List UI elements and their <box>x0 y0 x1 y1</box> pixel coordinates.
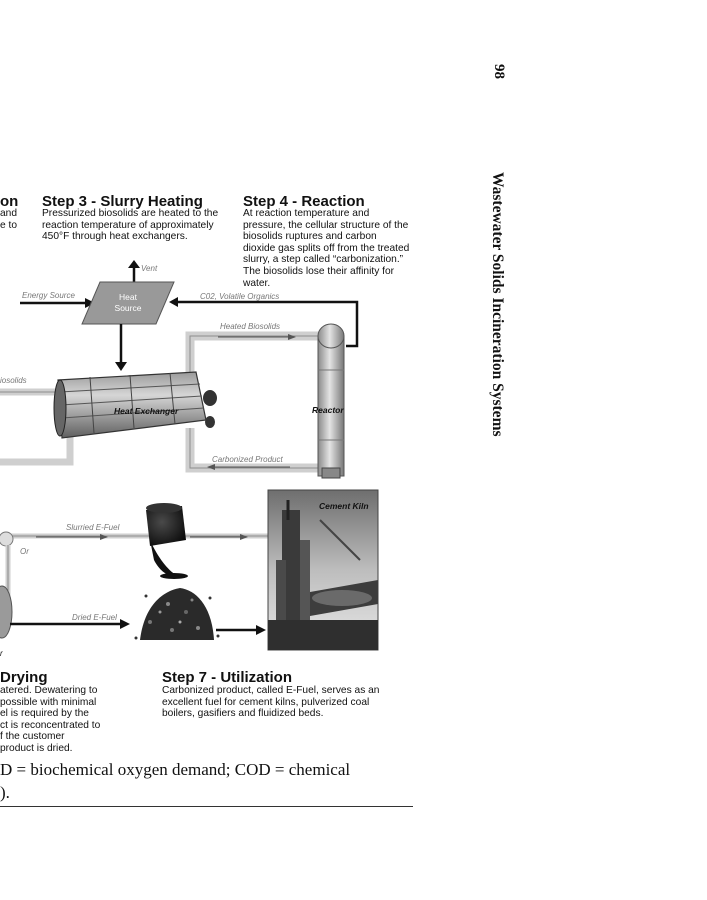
step2-body: and e to <box>0 208 17 231</box>
splitter-valve <box>0 531 14 639</box>
step3-body: Pressurized biosolids are heated to the … <box>42 208 219 243</box>
slurried-efuel-label: Slurried E-Fuel <box>66 523 120 532</box>
reactor <box>317 323 345 479</box>
heated-biosolids-pipe <box>185 331 322 380</box>
cement-kiln-label: Cement Kiln <box>319 501 369 511</box>
step4-body: At reaction temperature and pressure, th… <box>243 208 410 289</box>
energy-source-arrow <box>20 298 95 308</box>
energy-source-label: Energy Source <box>22 291 75 300</box>
step7-title: Step 7 - Utilization <box>162 669 293 686</box>
carbonized-product-label: Carbonized Product <box>212 455 283 464</box>
pellet-pile-image <box>134 588 220 640</box>
dryer-partial-label: r <box>0 649 3 658</box>
to-kiln-arrow <box>216 625 266 635</box>
or-label: Or <box>20 547 29 556</box>
vent-label: Vent <box>141 264 158 273</box>
dried-efuel-line <box>10 619 130 629</box>
heat-exchanger <box>53 371 217 439</box>
slurried-efuel-line <box>10 533 268 540</box>
heated-biosolids-label: Heated Biosolids <box>220 322 280 331</box>
slurry-bucket-image <box>146 503 188 579</box>
step3-title: Step 3 - Slurry Heating <box>42 193 203 210</box>
co2-label: C02, Volatile Organics <box>200 292 279 301</box>
step4-title: Step 4 - Reaction <box>243 193 365 210</box>
process-diagram: Vent Energy Source Heat Source C02, Vola… <box>0 260 379 658</box>
svg-text:Heat: Heat <box>119 292 138 302</box>
heat-exchanger-label: Heat Exchanger <box>114 406 179 416</box>
caption-line-1: D = biochemical oxygen demand; COD = che… <box>0 760 351 779</box>
caption-rule <box>0 806 413 807</box>
vent-arrow <box>128 260 140 282</box>
carbonized-product-pipe <box>185 428 318 473</box>
step6-body: atered. Dewatering to possible with mini… <box>0 685 101 754</box>
cement-kiln-image <box>267 489 379 651</box>
step2-title: on <box>0 193 19 210</box>
heat-source: Heat Source <box>81 281 175 325</box>
dried-efuel-label: Dried E-Fuel <box>72 613 117 622</box>
biosolids-label: iosolids <box>0 376 27 385</box>
step6-title: Drying <box>0 669 48 686</box>
step7-body: Carbonized product, called E-Fuel, serve… <box>162 685 380 720</box>
caption-line-2: ). <box>0 783 10 802</box>
biosolids-feed-pipe <box>0 388 74 466</box>
page-number: 98 <box>491 64 507 79</box>
reactor-label: Reactor <box>312 405 344 415</box>
co2-return-line <box>169 297 359 348</box>
svg-text:Source: Source <box>115 303 142 313</box>
heat-to-exchanger-arrow <box>115 324 127 371</box>
running-head: Wastewater Solids Incineration Systems <box>489 172 506 437</box>
